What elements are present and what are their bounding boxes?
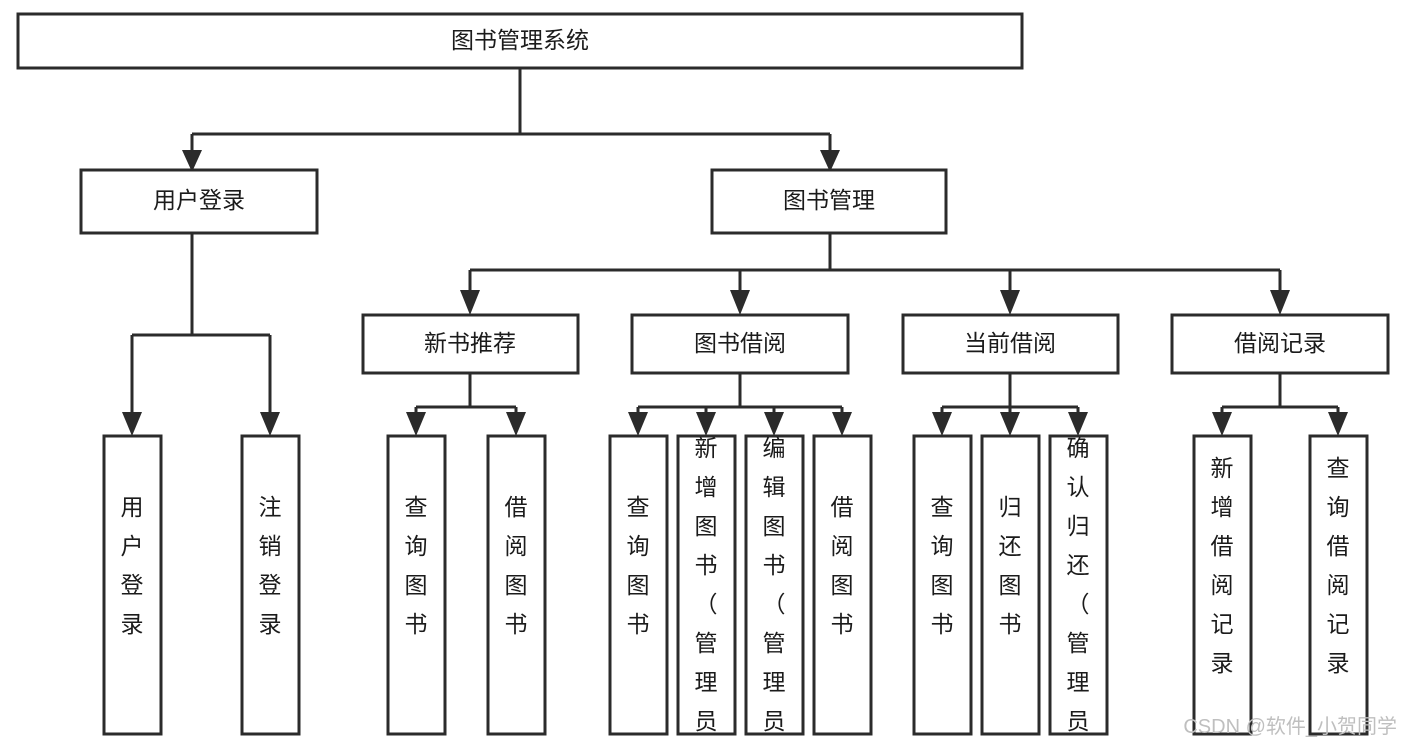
- leaf-book-borrow-0-box[interactable]: [608, 434, 669, 736]
- leaf-user-login-1-box[interactable]: [240, 434, 301, 736]
- node-book-manage[interactable]: 图书管理: [710, 168, 948, 235]
- leaf-book-borrow-3-label: 借阅图书: [831, 494, 854, 637]
- leaf-current-borrow-2-label: 确认归还（管理员）: [1067, 435, 1090, 747]
- leaf-current-borrow-1-box[interactable]: [980, 434, 1041, 736]
- node-user-login-box[interactable]: [79, 168, 319, 235]
- leaf-node[interactable]: 查询借阅记录: [1308, 434, 1369, 736]
- arrow-leaf-user-login-0: [122, 412, 142, 436]
- leaf-node[interactable]: 确认归还（管理员）: [1048, 434, 1109, 747]
- leaf-node[interactable]: 注销登录: [240, 434, 301, 736]
- node-new-book-recommend-label: 新书推荐: [424, 330, 516, 356]
- node-borrow-record-box[interactable]: [1170, 313, 1390, 375]
- node-borrow-record-label: 借阅记录: [1234, 330, 1326, 356]
- leaf-node[interactable]: 用户登录: [102, 434, 163, 736]
- leaf-new-book-1-label: 借阅图书: [505, 494, 528, 637]
- leaf-new-book-1-box[interactable]: [486, 434, 547, 736]
- leaf-borrow-record-0-label: 新增借阅记录: [1211, 455, 1234, 676]
- node-book-manage-label: 图书管理: [783, 187, 875, 213]
- node-root-box[interactable]: [16, 12, 1024, 70]
- leaf-current-borrow-0-label: 查询图书: [931, 494, 954, 637]
- node-new-book-recommend[interactable]: 新书推荐: [361, 313, 580, 375]
- node-new-book-recommend-box[interactable]: [361, 313, 580, 375]
- leaf-borrow-record-1-label: 查询借阅记录: [1327, 455, 1350, 676]
- leaf-node[interactable]: 归还图书: [980, 434, 1041, 736]
- connector-layer: [122, 68, 1348, 436]
- leaf-user-login-1-label: 注销登录: [259, 494, 282, 637]
- leaf-node[interactable]: 新增借阅记录: [1192, 434, 1253, 736]
- leaf-node[interactable]: 借阅图书: [486, 434, 547, 736]
- leaf-node[interactable]: 查询图书: [386, 434, 447, 736]
- node-current-borrow[interactable]: 当前借阅: [901, 313, 1120, 375]
- node-user-login[interactable]: 用户登录: [79, 168, 319, 235]
- arrow-to-book-manage: [820, 150, 840, 172]
- leaf-book-borrow-2-label: 编辑图书（管理员）: [763, 435, 786, 747]
- arrow-leaf-book-borrow-1: [696, 412, 716, 436]
- leaf-borrow-record-1-box[interactable]: [1308, 434, 1369, 736]
- node-book-borrow-box[interactable]: [630, 313, 850, 375]
- leaf-node[interactable]: 新增图书（管理员）: [676, 434, 737, 747]
- node-book-borrow-label: 图书借阅: [694, 330, 786, 356]
- leaf-node[interactable]: 查询图书: [912, 434, 973, 736]
- node-root[interactable]: 图书管理系统: [16, 12, 1024, 70]
- arrow-leaf-new-book-0: [406, 412, 426, 436]
- leaf-current-borrow-1-label: 归还图书: [999, 494, 1022, 637]
- arrow-to-book-borrow: [730, 290, 750, 315]
- arrow-to-user-login: [182, 150, 202, 172]
- arrow-to-borrow-record: [1270, 290, 1290, 315]
- leaf-borrow-record-0-box[interactable]: [1192, 434, 1253, 736]
- node-current-borrow-box[interactable]: [901, 313, 1120, 375]
- arrow-leaf-user-login-1: [260, 412, 280, 436]
- leaf-user-login-0-box[interactable]: [102, 434, 163, 736]
- node-borrow-record[interactable]: 借阅记录: [1170, 313, 1390, 375]
- leaf-book-borrow-1-box[interactable]: [676, 434, 737, 736]
- arrow-leaf-book-borrow-3: [832, 412, 852, 436]
- arrow-leaf-current-borrow-0: [932, 412, 952, 436]
- leaf-node[interactable]: 编辑图书（管理员）: [744, 434, 805, 747]
- node-user-login-label: 用户登录: [153, 187, 245, 213]
- node-root-label: 图书管理系统: [451, 27, 589, 53]
- arrow-to-new-book: [460, 290, 480, 315]
- arrow-leaf-borrow-record-1: [1328, 412, 1348, 436]
- leaf-user-login-0-label: 用户登录: [121, 494, 144, 637]
- leaf-node[interactable]: 借阅图书: [812, 434, 873, 736]
- node-book-manage-box[interactable]: [710, 168, 948, 235]
- arrow-leaf-borrow-record-0: [1212, 412, 1232, 436]
- leaf-new-book-0-label: 查询图书: [405, 494, 428, 637]
- leaf-book-borrow-3-box[interactable]: [812, 434, 873, 736]
- node-book-borrow[interactable]: 图书借阅: [630, 313, 850, 375]
- leaf-current-borrow-2-box[interactable]: [1048, 434, 1109, 736]
- arrow-leaf-book-borrow-0: [628, 412, 648, 436]
- leaf-book-borrow-0-label: 查询图书: [627, 494, 650, 637]
- leaf-new-book-0-box[interactable]: [386, 434, 447, 736]
- arrow-to-current-borrow: [1000, 290, 1020, 315]
- arrow-leaf-new-book-1: [506, 412, 526, 436]
- leaf-book-borrow-1-label: 新增图书（管理员）: [695, 435, 718, 747]
- arrow-leaf-current-borrow-2: [1068, 412, 1088, 436]
- leaf-book-borrow-2-box[interactable]: [744, 434, 805, 736]
- watermark-label: CSDN @软件_小贺同学: [1183, 715, 1397, 738]
- arrow-leaf-book-borrow-2: [764, 412, 784, 436]
- node-current-borrow-label: 当前借阅: [964, 330, 1056, 356]
- leaf-current-borrow-0-box[interactable]: [912, 434, 973, 736]
- arrow-leaf-current-borrow-1: [1000, 412, 1020, 436]
- leaf-node[interactable]: 查询图书: [608, 434, 669, 736]
